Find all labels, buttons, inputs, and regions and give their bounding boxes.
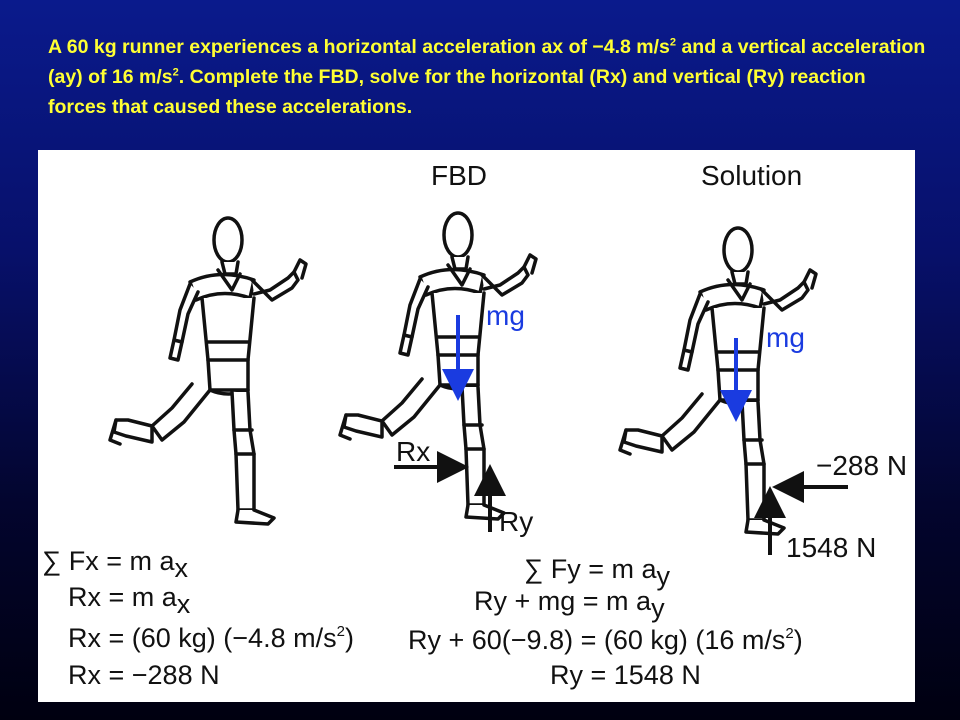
eq-x-line2: Rx = m ax	[68, 582, 191, 619]
eq-x-line4: Rx = −288 N	[68, 660, 220, 690]
fbd-ry-label: Ry	[499, 506, 534, 537]
solution-mg-label: mg	[766, 322, 805, 353]
runner-figures	[108, 211, 848, 555]
problem-exponent-1: 2	[669, 36, 677, 49]
problem-text-2: and a vertical acceleration (ay) of 16 m…	[48, 36, 926, 88]
problem-text-1: A 60 kg runner experiences a horizontal …	[48, 36, 670, 58]
problem-statement: A 60 kg runner experiences a horizontal …	[48, 32, 928, 122]
problem-exponent-2: 2	[172, 66, 179, 79]
eq-y-line1: ∑ Fy = m ay	[524, 554, 671, 591]
solution-rx-value: −288 N	[816, 450, 908, 481]
runner-figure-fbd	[338, 211, 538, 521]
fbd-heading: FBD	[431, 160, 487, 191]
fbd-mg-label: mg	[486, 300, 525, 331]
runner-figure-solution	[618, 226, 818, 536]
fbd-rx-label: Rx	[396, 436, 431, 467]
problem-text-3: . Complete the FBD, solve for the horizo…	[48, 66, 866, 118]
eq-x-line1: ∑ Fx = m ax	[42, 546, 189, 583]
runner-figure-1	[108, 216, 308, 526]
solution-heading: Solution	[701, 160, 803, 191]
eq-y-line2: Ry + mg = m ay	[474, 586, 665, 623]
eq-x-line3: Rx = (60 kg) (−4.8 m/s2)	[68, 623, 354, 653]
eq-y-line3: Ry + 60(−9.8) = (60 kg) (16 m/s2)	[408, 625, 803, 655]
eq-y-line4: Ry = 1548 N	[550, 660, 701, 690]
diagram-panel: FBD Solution mg Rx Ry mg −288 N 1548 N ∑…	[38, 150, 915, 702]
solution-ry-value: 1548 N	[786, 532, 877, 563]
